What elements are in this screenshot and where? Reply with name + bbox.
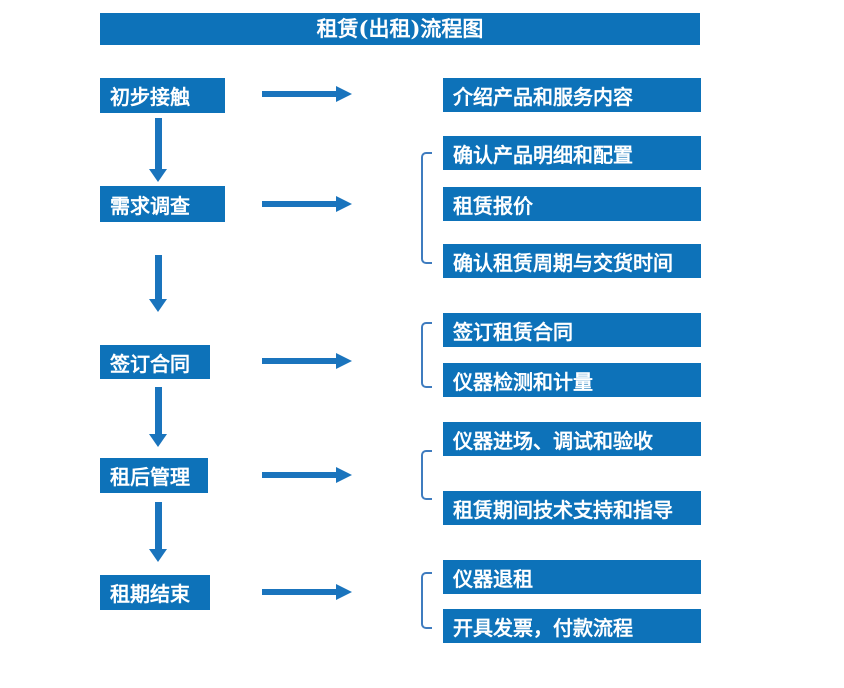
flowchart-title: 租赁(出租)流程图 — [100, 13, 700, 45]
right-arrow-icon — [262, 467, 352, 483]
detail-box: 介绍产品和服务内容 — [443, 78, 701, 112]
group-bracket — [421, 152, 432, 264]
down-arrow-icon — [149, 118, 167, 182]
detail-box: 租赁报价 — [443, 187, 701, 221]
detail-box: 开具发票，付款流程 — [443, 609, 701, 643]
down-arrow-icon — [149, 387, 167, 447]
detail-box: 确认租赁周期与交货时间 — [443, 244, 701, 278]
group-bracket — [421, 322, 432, 388]
right-arrow-icon — [262, 353, 352, 369]
group-bracket — [421, 572, 432, 629]
right-arrow-icon — [262, 86, 352, 102]
right-arrow-icon — [262, 196, 352, 212]
detail-box: 仪器退租 — [443, 560, 701, 594]
step-box-initial-contact: 初步接触 — [100, 78, 225, 113]
detail-box: 仪器检测和计量 — [443, 363, 701, 397]
right-arrow-icon — [262, 584, 352, 600]
step-box-rental-end: 租期结束 — [100, 575, 210, 610]
detail-box: 签订租赁合同 — [443, 313, 701, 347]
step-box-demand-survey: 需求调查 — [100, 186, 225, 222]
step-box-sign-contract: 签订合同 — [100, 345, 210, 379]
step-box-post-rental-management: 租后管理 — [100, 458, 208, 493]
group-bracket — [421, 450, 432, 500]
detail-box: 租赁期间技术支持和指导 — [443, 491, 701, 525]
detail-box: 确认产品明细和配置 — [443, 136, 701, 170]
down-arrow-icon — [149, 502, 167, 562]
down-arrow-icon — [149, 255, 167, 312]
detail-box: 仪器进场、调试和验收 — [443, 422, 701, 456]
